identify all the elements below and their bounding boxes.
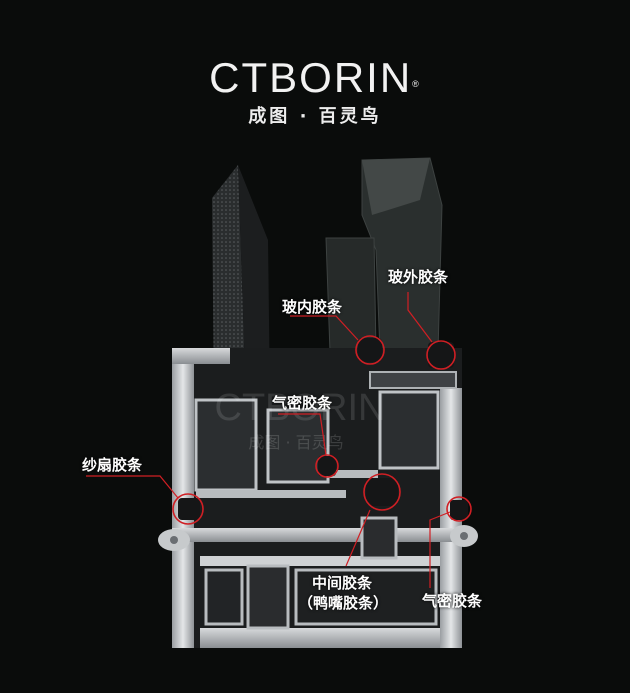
gasket-screen-sash xyxy=(178,498,200,520)
frame-mid-bar xyxy=(172,528,462,542)
leader-glass-inner xyxy=(290,315,359,341)
brand-name: CTBORIN xyxy=(209,54,413,101)
label-glass-inner-seal: 玻内胶条 xyxy=(282,298,343,316)
gasket-glass-outer xyxy=(428,342,454,368)
inner-divider-2 xyxy=(328,470,378,478)
glass-pane-inner xyxy=(325,237,377,353)
frame-base xyxy=(200,628,440,648)
registered-mark: ® xyxy=(412,79,421,89)
frame-top-bar xyxy=(172,348,230,364)
thermal-break-top xyxy=(369,371,457,389)
watermark-name: CTBORIN xyxy=(215,387,386,429)
label-screen-sash-seal: 纱扇胶条 xyxy=(82,456,143,474)
label-glass-outer-seal: 玻外胶条 xyxy=(388,268,449,286)
highlight-air-upper xyxy=(315,454,339,478)
highlight-air-lower xyxy=(446,496,472,522)
glass-pane-outer-face xyxy=(362,158,430,215)
sash-chamber-left xyxy=(194,398,258,492)
lower-chamber-left xyxy=(204,568,244,626)
hinge-lug-right-hole xyxy=(460,532,468,540)
highlight-glass-inner xyxy=(355,335,385,365)
gasket-air-upper xyxy=(318,456,336,476)
lower-chamber-center xyxy=(246,564,290,630)
hinge-lug-left-hole xyxy=(170,536,178,544)
lower-chamber-right xyxy=(294,568,438,626)
sash-chamber-right xyxy=(378,390,440,470)
highlight-screen-sash xyxy=(172,493,204,525)
label-duckbill-seal: （鸭嘴胶条） xyxy=(298,594,389,612)
inner-divider xyxy=(196,490,346,498)
gasket-glass-inner xyxy=(358,338,382,362)
label-air-seal-lower: 气密胶条 xyxy=(422,592,483,610)
leader-screen-sash xyxy=(86,475,179,499)
leader-air-upper xyxy=(278,413,327,456)
gasket-air-lower xyxy=(450,500,468,520)
leader-glass-outer xyxy=(407,292,433,343)
brand-tagline: 成图 · 百灵鸟 xyxy=(248,106,382,127)
leader-middle xyxy=(345,509,371,567)
label-middle-seal: 中间胶条 xyxy=(312,574,373,592)
screen-mesh xyxy=(212,165,246,400)
gasket-middle xyxy=(366,478,398,506)
watermark-tagline: 成图 · 百灵鸟 xyxy=(248,433,343,452)
frame-bottom-bar xyxy=(200,556,440,566)
highlight-glass-outer xyxy=(426,340,456,370)
label-air-seal-upper: 气密胶条 xyxy=(272,394,333,412)
middle-seal-chamber xyxy=(360,516,398,560)
highlight-middle xyxy=(363,473,401,511)
screen-mesh-edge xyxy=(238,165,270,400)
leader-air-lower xyxy=(429,511,451,588)
brand-logo: CTBORIN® 成图 · 百灵鸟 xyxy=(0,56,630,128)
